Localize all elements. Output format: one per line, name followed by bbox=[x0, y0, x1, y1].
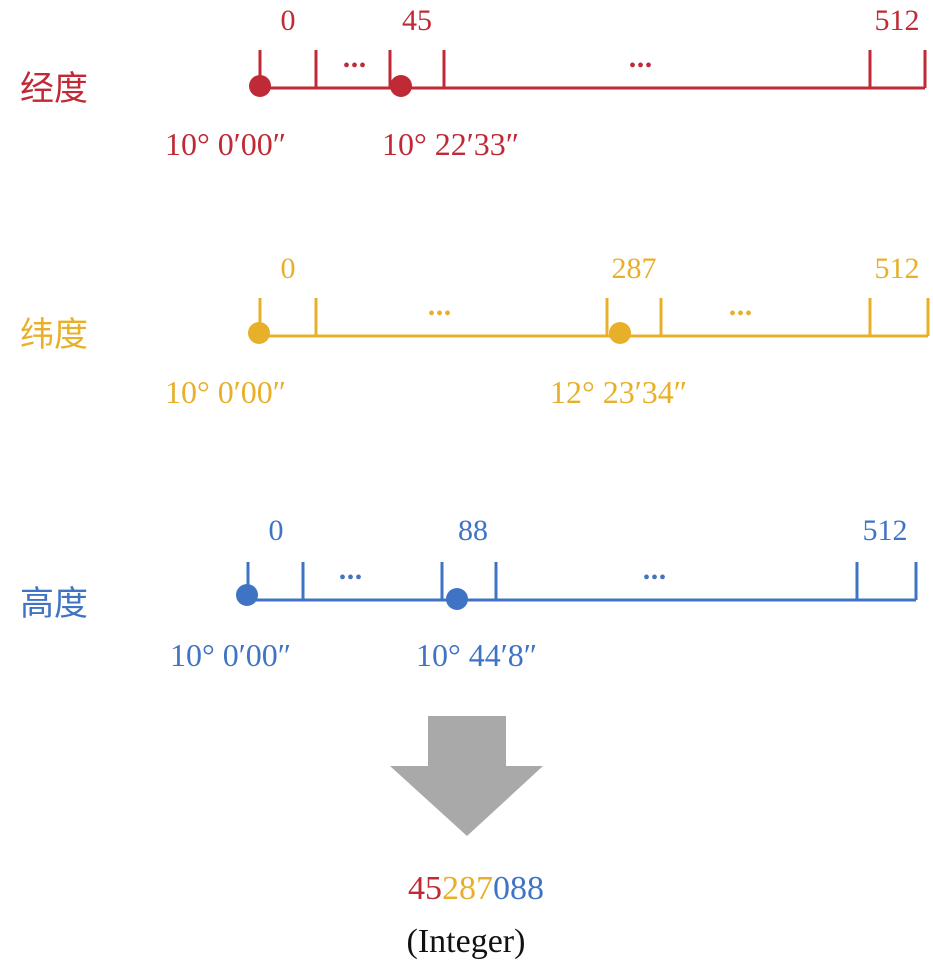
longitude-start-dot bbox=[249, 75, 271, 97]
altitude-start-dot bbox=[236, 584, 258, 606]
altitude-tick-label-end: 512 bbox=[863, 514, 908, 547]
latitude-row: 纬度 0 287 512 ••• ••• 10° 0′00″ 12° 23′34… bbox=[20, 252, 930, 410]
altitude-tick-label-start: 0 bbox=[269, 514, 284, 547]
longitude-point-coord: 10° 22′33″ bbox=[382, 126, 519, 162]
result-part-latitude: 287 bbox=[442, 870, 493, 907]
latitude-tick-label-mid: 287 bbox=[612, 252, 657, 285]
latitude-tick-label-start: 0 bbox=[281, 252, 296, 285]
altitude-row: 高度 0 88 512 ••• ••• 10° 0′00″ 10° 44′8″ bbox=[20, 514, 918, 673]
longitude-tick-label-mid: 45 bbox=[402, 4, 432, 37]
result-caption: (Integer) bbox=[407, 923, 526, 960]
longitude-ellipsis-1: ••• bbox=[343, 55, 367, 77]
altitude-point-coord: 10° 44′8″ bbox=[416, 637, 537, 673]
longitude-ellipsis-2: ••• bbox=[629, 55, 653, 77]
latitude-ellipsis-2: ••• bbox=[729, 303, 753, 325]
latitude-ellipsis-1: ••• bbox=[428, 303, 452, 325]
longitude-row: 经度 0 45 512 ••• ••• 10° 0′00″ 10° 22′33″ bbox=[20, 4, 927, 162]
longitude-tick-label-end: 512 bbox=[875, 4, 920, 37]
latitude-point-coord: 12° 23′34″ bbox=[550, 374, 687, 410]
result-part-altitude: 088 bbox=[493, 870, 544, 907]
latitude-point-dot bbox=[609, 322, 631, 344]
altitude-label: 高度 bbox=[20, 584, 88, 624]
altitude-start-coord: 10° 0′00″ bbox=[170, 637, 291, 673]
latitude-tick-label-end: 512 bbox=[875, 252, 920, 285]
longitude-point-dot bbox=[390, 75, 412, 97]
longitude-label: 经度 bbox=[20, 69, 88, 109]
altitude-point-dot bbox=[446, 588, 468, 610]
latitude-start-dot bbox=[248, 322, 270, 344]
latitude-label: 纬度 bbox=[20, 315, 88, 355]
altitude-ellipsis-1: ••• bbox=[339, 567, 363, 589]
longitude-start-coord: 10° 0′00″ bbox=[165, 126, 286, 162]
down-arrow-icon bbox=[390, 716, 543, 836]
longitude-tick-label-start: 0 bbox=[281, 4, 296, 37]
result-part-longitude: 45 bbox=[408, 870, 442, 907]
result-integer: 45287088 bbox=[408, 870, 544, 907]
latitude-start-coord: 10° 0′00″ bbox=[165, 374, 286, 410]
altitude-ellipsis-2: ••• bbox=[643, 567, 667, 589]
altitude-tick-label-mid: 88 bbox=[458, 514, 488, 547]
